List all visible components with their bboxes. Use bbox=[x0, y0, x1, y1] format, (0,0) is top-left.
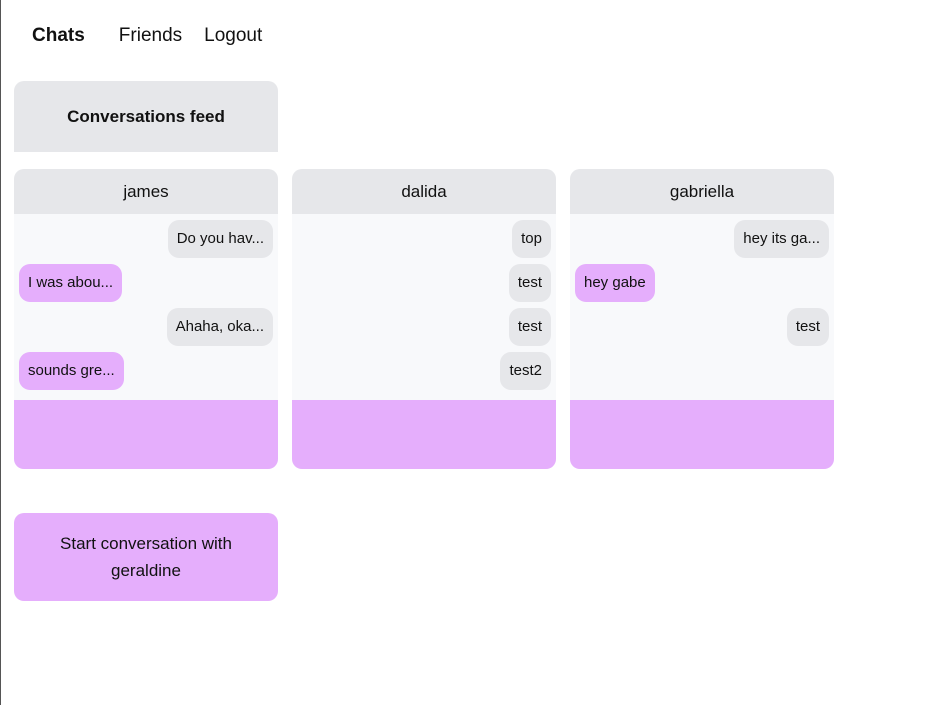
message-input-area[interactable] bbox=[292, 400, 556, 469]
message-bubble-sent: test bbox=[786, 308, 829, 346]
conversation-header[interactable]: gabriella bbox=[570, 169, 834, 214]
message-bubble-received: I was abou... bbox=[19, 264, 123, 302]
message-bubble-sent: Ahaha, oka... bbox=[166, 308, 273, 346]
message-input-area[interactable] bbox=[14, 400, 278, 469]
message-row: test2 bbox=[292, 352, 556, 390]
message-row: I was abou... bbox=[14, 264, 278, 302]
message-bubble-sent: test bbox=[508, 264, 551, 302]
conversation-header[interactable]: dalida bbox=[292, 169, 556, 214]
conversation-cards: james Do you hav... I was abou... Ahaha,… bbox=[14, 169, 848, 469]
message-bubble-sent: Do you hav... bbox=[167, 220, 273, 258]
nav-friends-link[interactable]: Friends bbox=[118, 25, 183, 46]
conversations-feed-title: Conversations feed bbox=[14, 81, 278, 152]
nav-logout-link[interactable]: Logout bbox=[204, 25, 263, 46]
message-row: hey its ga... bbox=[570, 220, 834, 258]
conversation-card-dalida[interactable]: dalida top test test test2 bbox=[292, 169, 556, 469]
message-list: hey its ga... hey gabe test bbox=[570, 214, 834, 400]
message-row: sounds gre... bbox=[14, 352, 278, 390]
conversation-card-james[interactable]: james Do you hav... I was abou... Ahaha,… bbox=[14, 169, 278, 469]
message-row: Do you hav... bbox=[14, 220, 278, 258]
message-row: top bbox=[292, 220, 556, 258]
message-input-area[interactable] bbox=[570, 400, 834, 469]
message-list: Do you hav... I was abou... Ahaha, oka..… bbox=[14, 214, 278, 400]
message-row: hey gabe bbox=[570, 264, 834, 302]
conversation-header[interactable]: james bbox=[14, 169, 278, 214]
message-row: Ahaha, oka... bbox=[14, 308, 278, 346]
conversation-card-gabriella[interactable]: gabriella hey its ga... hey gabe test bbox=[570, 169, 834, 469]
message-list: top test test test2 bbox=[292, 214, 556, 400]
message-bubble-received: hey gabe bbox=[575, 264, 655, 302]
message-bubble-sent: top bbox=[512, 220, 551, 258]
message-bubble-sent: test bbox=[508, 308, 551, 346]
message-row: test bbox=[292, 264, 556, 302]
message-bubble-sent: hey its ga... bbox=[734, 220, 829, 258]
message-row: test bbox=[292, 308, 556, 346]
nav-chats-link[interactable]: Chats bbox=[32, 25, 85, 46]
message-bubble-sent: test2 bbox=[500, 352, 551, 390]
message-row: test bbox=[570, 308, 834, 346]
top-nav: Chats Friends Logout bbox=[32, 22, 284, 50]
start-conversation-button[interactable]: Start conversation with geraldine bbox=[14, 513, 278, 601]
message-bubble-received: sounds gre... bbox=[19, 352, 124, 390]
